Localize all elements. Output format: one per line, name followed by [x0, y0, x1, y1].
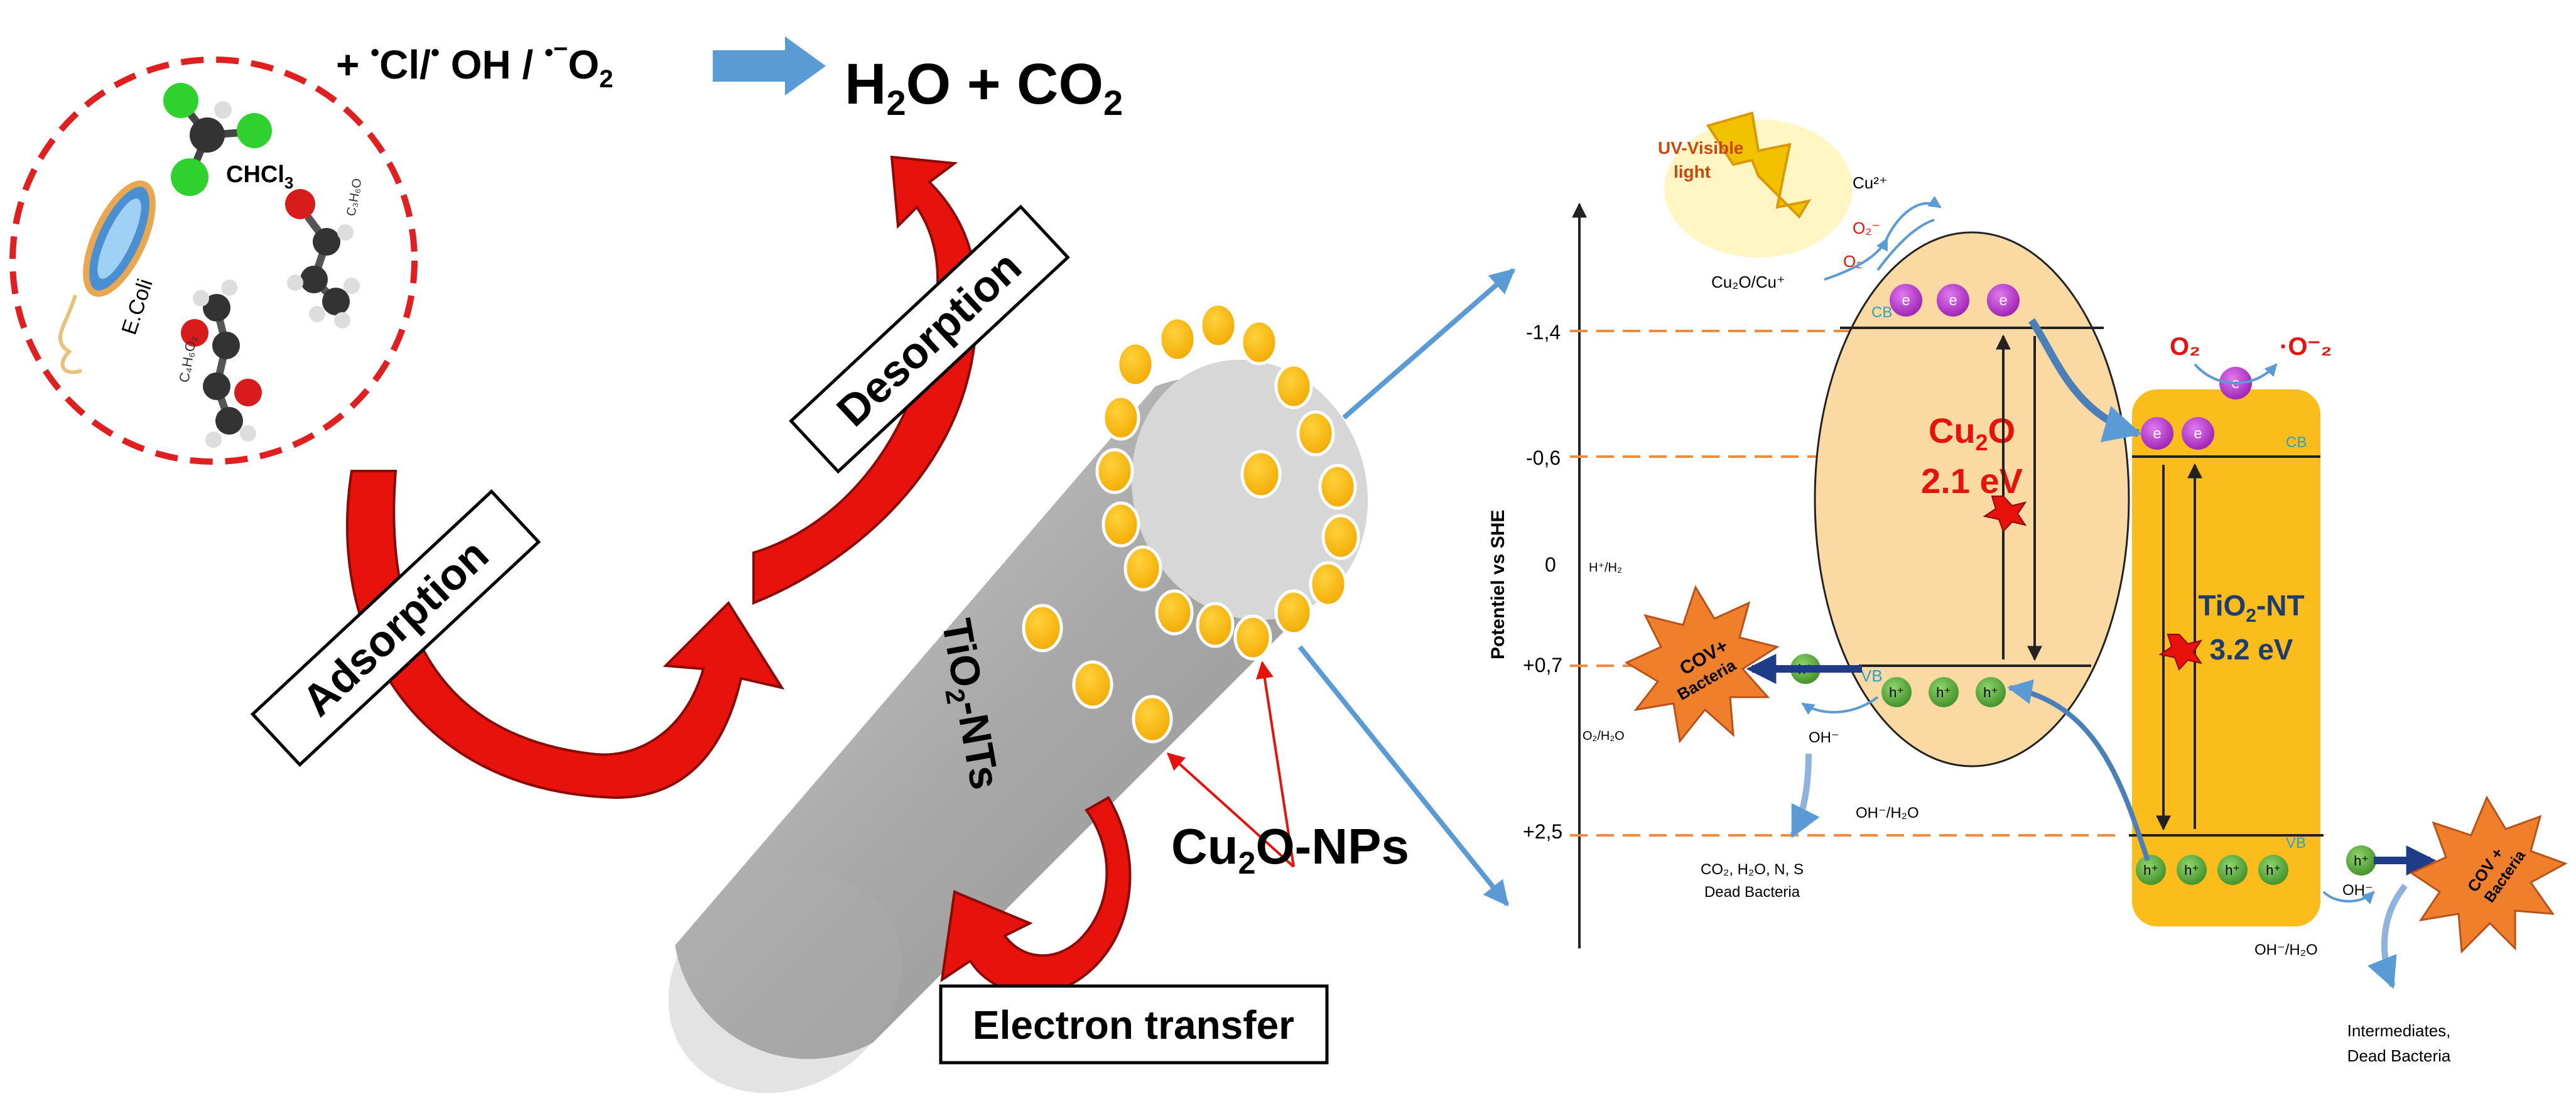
- tio2-o2-label: O₂: [2170, 333, 2200, 361]
- svg-text:e: e: [1949, 292, 1957, 309]
- cu2o-excitation-star: [1983, 496, 2027, 533]
- level-label: -0,6: [1526, 447, 1561, 469]
- chcl3-molecule-icon: [163, 83, 272, 196]
- svg-text:h⁺: h⁺: [2266, 862, 2281, 878]
- right-oh-label: OH⁻: [2342, 882, 2373, 899]
- svg-text:h⁺: h⁺: [1889, 685, 1904, 700]
- ecoli-icon: [58, 180, 156, 374]
- left-result-2: Dead Bacteria: [1704, 884, 1800, 901]
- products-text: H2O + CO2: [845, 52, 1123, 122]
- uv-light-icon: [1664, 111, 1853, 258]
- level-label: +2,5: [1523, 820, 1562, 843]
- y-axis-label: Potentiel vs SHE: [1488, 510, 1508, 659]
- left-bacteria-burst: COV+ Bacteria: [1624, 585, 1780, 744]
- c3h6o-molecule-icon: [285, 189, 360, 328]
- h-couple-label: H⁺/H₂: [1589, 561, 1622, 575]
- svg-text:h⁺: h⁺: [2354, 853, 2369, 869]
- cu2o-band-ellipse: [1814, 231, 2130, 767]
- tio2-name: TiO2-NT: [2198, 589, 2304, 626]
- svg-text:h⁺: h⁺: [2225, 862, 2240, 878]
- pollutants-circle: [9, 57, 418, 465]
- tio2-o2-rad-label: ·O⁻₂: [2280, 333, 2332, 361]
- tio2-holes: h⁺ h⁺ h⁺ h⁺ h⁺: [2136, 845, 2376, 885]
- adsorption-arrow: [346, 470, 785, 800]
- level-label: +0,7: [1523, 654, 1562, 676]
- reaction-equation: + •Cl/• OH / •−O2 H2O + CO2: [336, 35, 1123, 122]
- svg-text:e: e: [2153, 425, 2161, 442]
- electron-transfer-label: Electron transfer: [973, 1002, 1294, 1048]
- left-result-1: CO₂, H₂O, N, S: [1701, 861, 1804, 878]
- right-bacteria-burst: COV + Bacteria: [2409, 795, 2568, 954]
- svg-text:h⁺: h⁺: [2143, 862, 2158, 878]
- electron-transfer-box: Electron transfer: [939, 984, 1329, 1065]
- tio2-cb-label: CB: [2286, 434, 2307, 451]
- electron-transfer-arrow: [940, 796, 1132, 995]
- radicals-text: + •Cl/• OH / •−O2: [336, 35, 614, 93]
- tio2-nanotube: TiO2-NTs: [668, 302, 1368, 1093]
- tio2-vb-label: VB: [2286, 835, 2306, 852]
- svg-text:h⁺: h⁺: [1983, 685, 1998, 700]
- cu2o-nanoparticles: [1022, 302, 1360, 744]
- energy-diagram: Potentiel vs SHE -1,4 -0,6 0 +0,7 +2,5 H…: [1488, 111, 2568, 1065]
- o2-couple-label: O₂/H₂O: [1583, 729, 1625, 743]
- cu2o-couple-label: Cu₂O/Cu⁺: [1711, 273, 1785, 291]
- uv-light-label-2: light: [1674, 162, 1711, 182]
- level-label: -1,4: [1526, 321, 1561, 344]
- left-oh-label: OH⁻: [1809, 729, 1839, 746]
- tio2-gap: 3.2 eV: [2210, 633, 2293, 666]
- pollutants-group: CHCl3 E.Coli C₃H₆O: [9, 57, 418, 465]
- cu2o-np-label: Cu2O-NPs: [1171, 818, 1409, 881]
- cu2o-vb-label: VB: [1861, 666, 1883, 685]
- reaction-arrow: [713, 36, 826, 95]
- zoom-line-top: [1342, 268, 1516, 420]
- uv-light-label: UV-Visible: [1658, 138, 1743, 158]
- level-label: 0: [1545, 553, 1556, 576]
- cu2o-cb-label: CB: [1871, 304, 1892, 321]
- cu2o-np-callout: Cu2O-NPs: [1166, 661, 1409, 881]
- cu2plus-label: Cu²⁺: [1853, 173, 1888, 192]
- left-oh-h2o-label: OH⁻/H₂O: [1856, 805, 1919, 822]
- svg-text:h⁺: h⁺: [2184, 862, 2199, 878]
- right-result-2: Dead Bacteria: [2347, 1046, 2451, 1065]
- svg-text:e: e: [1902, 292, 1910, 309]
- chcl3-label: CHCl3: [226, 161, 293, 192]
- tio2-electrons: e e e: [2141, 367, 2252, 450]
- c4h6o2-molecule-icon: [181, 279, 262, 448]
- cu2o-holes: h⁺ h⁺ h⁺: [1881, 677, 2006, 707]
- o2-minus-label: O₂⁻: [1853, 219, 1880, 237]
- cu2o-electrons: e e e: [1890, 284, 2020, 317]
- tio2-band-rect: [2132, 389, 2320, 926]
- svg-text:h⁺: h⁺: [1936, 685, 1951, 700]
- svg-text:e: e: [2194, 425, 2202, 442]
- cu2o-name: Cu2O: [1929, 411, 2015, 455]
- tio2-excitation-star: [2158, 634, 2203, 671]
- cu2o-gap: 2.1 eV: [1921, 461, 2023, 501]
- right-oh-h2o-label: OH⁻/H₂O: [2254, 941, 2318, 958]
- right-result-1: Intermediates,: [2347, 1021, 2451, 1040]
- svg-text:e: e: [1999, 292, 2007, 309]
- zoom-line-bottom: [1297, 645, 1510, 907]
